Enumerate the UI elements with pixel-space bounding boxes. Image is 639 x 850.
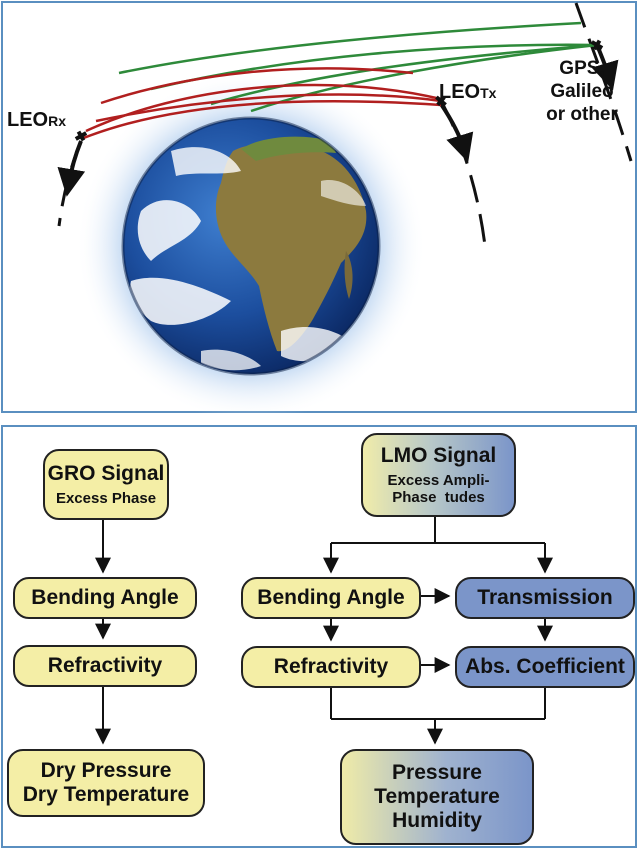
lmo-bending-angle-box: Bending Angle [241, 577, 421, 619]
lmo-signal-title: LMO Signal [380, 443, 497, 467]
lmo-output-line3: Humidity [392, 809, 482, 833]
gro-signal-subtitle: Excess Phase [55, 489, 157, 507]
lmo-signal-rays [80, 67, 442, 141]
transmission-box: Transmission [455, 577, 635, 619]
leo-tx-direction-arrow [439, 102, 474, 163]
gro-signal-box: GRO Signal Excess Phase [43, 449, 169, 520]
lmo-output-box: Pressure Temperature Humidity [340, 749, 534, 845]
gps-satellite [590, 39, 604, 51]
leo-tx-satellite [435, 95, 447, 107]
gro-bending-angle-box: Bending Angle [13, 577, 197, 619]
leo-rx-label: LEORx [7, 109, 67, 131]
lmo-bending-angle-label: Bending Angle [257, 585, 405, 609]
lmo-output-line1: Pressure [392, 760, 482, 784]
leo-rx-satellite [74, 130, 88, 142]
gro-signal-title: GRO Signal [47, 461, 165, 485]
lmo-signal-box: LMO Signal Excess Ampli- Phase tudes [361, 433, 516, 517]
gro-output-line2: Dry Temperature [22, 783, 190, 806]
earth-globe [121, 116, 381, 376]
occultation-scene-panel: LEORx LEOTx GPS, Galileo or other [1, 1, 637, 413]
gro-refractivity-box: Refractivity [13, 645, 197, 687]
lmo-signal-subtitle-2: Phase tudes [392, 489, 485, 507]
lmo-refractivity-box: Refractivity [241, 646, 421, 688]
abs-coefficient-label: Abs. Coefficient [465, 654, 625, 678]
flowchart-connectors [95, 516, 553, 745]
transmission-label: Transmission [477, 585, 613, 609]
leo-orbit-right-arc [439, 100, 487, 247]
occultation-scene-svg [57, 2, 633, 413]
lmo-refractivity-label: Refractivity [273, 654, 389, 678]
retrieval-flowchart-panel: GRO Signal Excess Phase Bending Angle Re… [1, 425, 637, 848]
leo-tx-label: LEOTx [439, 81, 497, 103]
leo-rx-direction-arrow [57, 140, 86, 197]
gro-refractivity-label: Refractivity [47, 653, 163, 677]
gro-bending-angle-label: Bending Angle [31, 585, 179, 609]
abs-coefficient-box: Abs. Coefficient [455, 646, 635, 688]
lmo-output-line2: Temperature [374, 784, 500, 808]
gro-output-line1: Dry Pressure [40, 758, 172, 782]
gps-galileo-label: GPS, Galileo or other [546, 58, 618, 125]
lmo-signal-subtitle-1: Excess Ampli- [387, 471, 490, 489]
gro-output-box: Dry Pressure Dry Temperature [7, 749, 205, 817]
